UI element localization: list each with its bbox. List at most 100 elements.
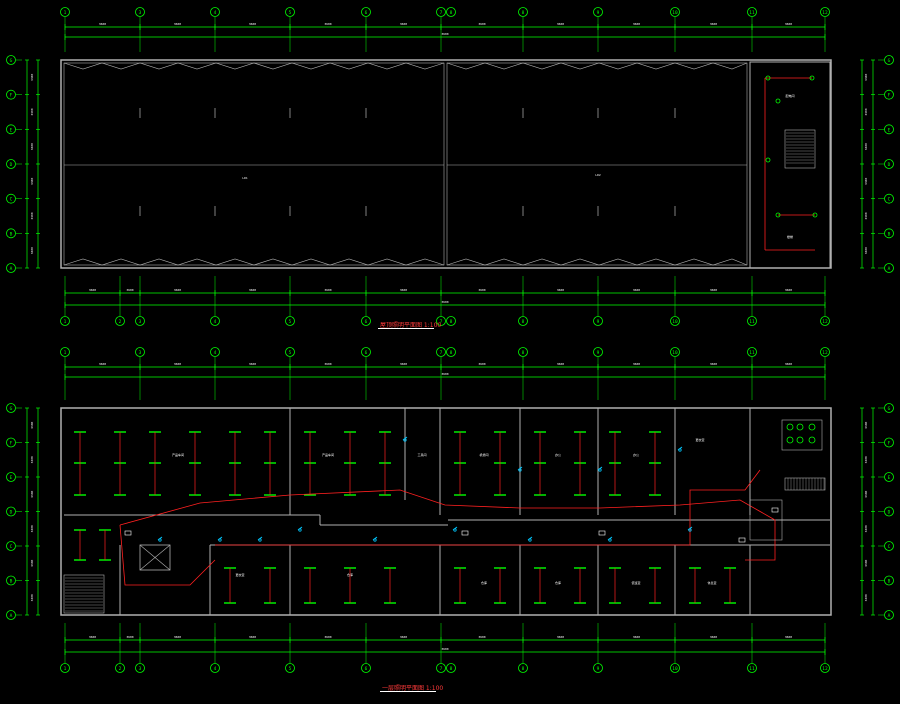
axis-bubble-right-bottom <box>884 403 894 413</box>
dimension-bottom-bottom-value: 3600 <box>478 635 485 639</box>
dimension-top-top-value: 3600 <box>478 22 485 26</box>
axis-bubble-right-top-label: E <box>888 127 891 133</box>
axis-bubble-bottom-top-label: 7 <box>440 319 443 325</box>
dimension-side-value: 3300 <box>30 143 34 150</box>
room-label: 更衣室 <box>235 572 244 577</box>
axis-bubble-top-bottom <box>518 347 528 357</box>
axis-bubble-left-bottom <box>6 610 16 620</box>
axis-bubble-top-bottom-label: 4 <box>214 350 217 356</box>
axis-bubble-right-bottom <box>884 610 894 620</box>
light-fixture <box>812 212 818 218</box>
axis-bubble-left-bottom <box>6 403 16 413</box>
axis-bubble-right-bottom-label: B <box>888 579 891 585</box>
axis-bubble-top-top <box>361 7 371 17</box>
axis-bubble-bottom-bottom-label: 11 <box>749 666 755 672</box>
dimension-bottom-bottom-value: 3600 <box>324 635 331 639</box>
axis-bubble-top-bottom-label: 7 <box>440 350 443 356</box>
room-label: 仓库 <box>555 580 561 585</box>
dimension-side-value: 3300 <box>30 490 34 497</box>
axis-bubble-top-top-label: 1 <box>64 10 67 16</box>
room-label: 休息室 <box>707 580 716 585</box>
roof-truss <box>446 258 748 266</box>
axis-bubble-bottom-bottom-label: 7 <box>440 666 443 672</box>
axis-bubble-bottom-top <box>210 316 220 326</box>
distribution-box <box>461 530 469 536</box>
dimension-bottom-top-value: 3600 <box>324 288 331 292</box>
axis-bubble-top-bottom <box>446 347 456 357</box>
room-label: 值班室 <box>631 580 640 585</box>
dimension-bottom-top-value: 3600 <box>249 288 256 292</box>
axis-bubble-bottom-bottom-label: 10 <box>672 666 678 672</box>
toilet-fixture <box>786 436 794 444</box>
dimension-bottom-top-value: 3600 <box>478 288 485 292</box>
axis-bubble-top-top <box>518 7 528 17</box>
axis-bubble-bottom-top-label: 1 <box>64 319 67 325</box>
dimension-top-top-value: 3600 <box>710 22 717 26</box>
axis-bubble-left-top-label: E <box>10 127 13 133</box>
axis-bubble-bottom-top-label: 3 <box>139 319 142 325</box>
axis-bubble-right-top-label: D <box>888 162 891 168</box>
axis-bubble-left-top-label: A <box>10 266 13 272</box>
axis-bubble-bottom-bottom <box>518 663 528 673</box>
room-label: 更衣室 <box>695 437 704 442</box>
dimension-top-bottom-value: 3600 <box>478 362 485 366</box>
toilet-fixture <box>786 423 794 431</box>
dimension-side-value: 3300 <box>30 74 34 81</box>
distribution-box <box>738 537 746 543</box>
axis-bubble-right-bottom <box>884 472 894 482</box>
axis-bubble-left-bottom-label: F <box>10 441 13 447</box>
elevator-shaft-cross <box>139 544 171 571</box>
room-label: 产品车间 <box>322 452 334 457</box>
axis-bubble-bottom-bottom <box>436 663 446 673</box>
plan-title-bottom: 一层照明平面图 1:100 <box>382 685 444 692</box>
axis-bubble-left-top <box>6 159 16 169</box>
axis-bubble-right-top <box>884 228 894 239</box>
stair-right-mid <box>749 499 783 541</box>
axis-bubble-left-top-label: B <box>10 231 13 237</box>
axis-bubble-bottom-top-label: 10 <box>672 319 678 325</box>
axis-bubble-top-bottom <box>820 347 830 357</box>
axis-bubble-bottom-bottom-label: 5 <box>289 666 292 672</box>
axis-bubble-bottom-bottom-label: 8 <box>522 666 525 672</box>
wiring-feeder <box>119 524 216 586</box>
roof-label: LD2 <box>595 173 601 177</box>
dimension-side-value: 3300 <box>864 178 868 185</box>
axis-bubble-bottom-top <box>361 316 371 326</box>
dimension-side-value: 3300 <box>30 421 34 428</box>
dimension-top-top-value: 3600 <box>557 22 564 26</box>
dimension-bottom-bottom-value: 3600 <box>785 635 792 639</box>
axis-bubble-bottom-bottom-label: 1 <box>64 666 67 672</box>
axis-bubble-left-top <box>6 228 16 239</box>
axis-bubble-right-top <box>884 193 894 204</box>
axis-bubble-top-bottom-label: 5 <box>289 350 292 356</box>
dimension-top-bottom-value: 3600 <box>324 362 331 366</box>
axis-bubble-right-bottom <box>884 437 894 448</box>
dimension-bottom-bottom-value: 3600 <box>557 635 564 639</box>
axis-bubble-bottom-top <box>670 316 680 326</box>
axis-bubble-right-top <box>884 55 894 65</box>
dimension-top-bottom-value: 3600 <box>710 362 717 366</box>
axis-bubble-bottom-bottom-label: 8 <box>450 666 453 672</box>
axis-bubble-bottom-top <box>115 316 125 326</box>
axis-bubble-top-bottom-label: 3 <box>139 350 142 356</box>
dimension-side-value: 3300 <box>864 421 868 428</box>
roof-panel-left <box>63 62 445 266</box>
axis-bubble-bottom-top <box>747 316 757 326</box>
wiring-feeder <box>119 489 776 561</box>
axis-bubble-bottom-top-label: 2 <box>119 319 122 325</box>
dimension-total-top-bottom-value: 3600 <box>441 372 448 376</box>
light-fixture <box>765 157 771 163</box>
room-label: 办公 <box>555 452 561 457</box>
axis-bubble-left-top <box>6 55 16 65</box>
dimension-bottom-top-value: 3600 <box>557 288 564 292</box>
building-outline-top <box>60 59 832 269</box>
axis-bubble-top-top <box>670 7 680 17</box>
elevator-shaft <box>139 544 171 571</box>
axis-bubble-right-bottom <box>884 541 894 551</box>
axis-bubble-top-bottom <box>135 347 145 357</box>
axis-bubble-bottom-top-label: 6 <box>365 319 368 325</box>
axis-bubble-top-top-label: 9 <box>597 10 600 16</box>
axis-bubble-right-top <box>884 124 894 135</box>
axis-bubble-right-bottom-label: G <box>888 406 891 412</box>
axis-bubble-bottom-bottom <box>135 663 145 673</box>
